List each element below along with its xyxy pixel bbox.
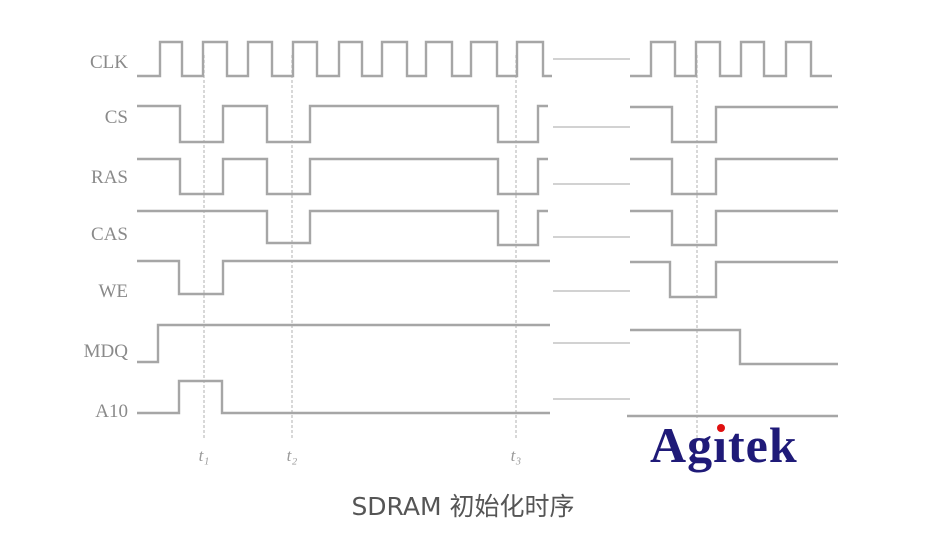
waveform-mdq — [137, 323, 550, 364]
signal-label-cas: CAS — [91, 224, 128, 245]
waveform-we — [137, 259, 550, 296]
logo-i-stem: ı — [713, 417, 729, 473]
waveform-ras — [137, 157, 548, 196]
waveform-we-2 — [630, 260, 838, 299]
waveform-ras-2 — [630, 157, 838, 196]
logo-red-dot-icon — [716, 424, 725, 432]
signal-label-mdq: MDQ — [84, 341, 129, 362]
signal-label-we: WE — [98, 281, 128, 302]
signal-labels: CLK CS RAS CAS WE MDQ A10 — [84, 52, 129, 422]
waveform-a10 — [137, 379, 550, 415]
time-labels: t₁ t₂ t₃ — [199, 446, 522, 465]
waveform-cs — [137, 104, 548, 144]
time-label-t1: t₁ — [199, 446, 210, 465]
waveform-cas — [137, 209, 548, 247]
time-label-t2: t₂ — [287, 446, 298, 465]
logo-text-start: Ag — [650, 417, 714, 473]
waveform-clk — [137, 40, 552, 78]
time-marker-lines — [203, 55, 698, 440]
waveform-cas-2 — [630, 209, 838, 247]
signal-label-cs: CS — [105, 107, 128, 128]
time-label-t3: t₃ — [511, 446, 522, 465]
waveform-cs-2 — [630, 105, 838, 144]
waveform-mdq-2 — [630, 328, 838, 366]
signal-label-clk: CLK — [90, 52, 128, 73]
signal-label-ras: RAS — [91, 167, 128, 188]
logo-text-end: tek — [728, 417, 798, 473]
figure-caption: SDRAM 初始化时序 — [351, 492, 575, 521]
signal-label-a10: A10 — [95, 401, 128, 422]
logo-i: ı — [713, 420, 728, 470]
waveform-clk-2 — [630, 40, 832, 78]
